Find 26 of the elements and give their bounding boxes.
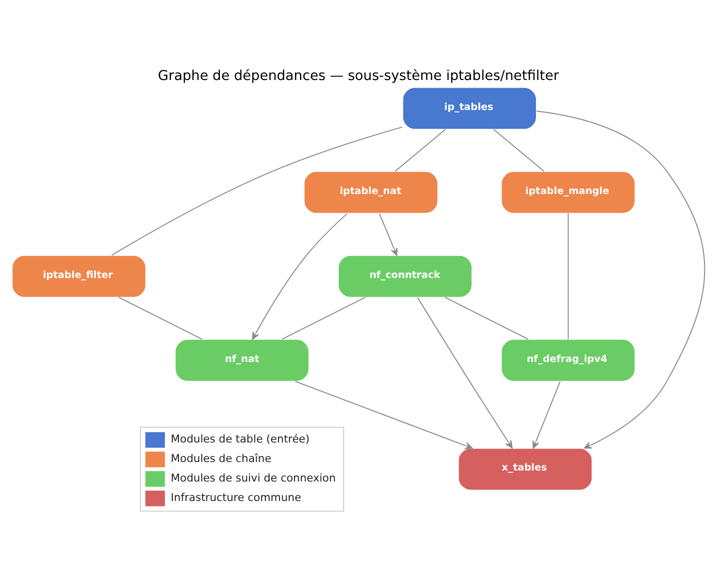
connector <box>118 296 202 340</box>
arrow <box>532 380 561 449</box>
node-box: iptable_nat <box>304 170 438 214</box>
connector <box>444 296 529 340</box>
legend-label: Modules de chaîne <box>170 452 272 466</box>
legend-label: Modules de suivi de connexion <box>170 472 336 485</box>
arrow <box>536 110 706 449</box>
connector <box>493 128 544 172</box>
arrow <box>252 213 348 340</box>
arrow <box>417 297 513 448</box>
node-box: nf_nat <box>174 338 310 382</box>
arrow <box>378 213 398 256</box>
legend-label: Infrastructure commune <box>170 491 302 504</box>
node-box: nf_conntrack <box>338 254 472 298</box>
arrow <box>294 380 473 450</box>
connector <box>394 128 446 172</box>
node-box: iptable_mangle <box>500 170 636 214</box>
legend-label: Modules de table (entrée) <box>170 432 310 446</box>
diagram-title: Graphe de dépendances — sous-système iptables/netfilter <box>158 68 560 84</box>
node-box: nf_defrag_ipv4 <box>500 338 636 382</box>
node-box: iptable_filter <box>12 254 146 298</box>
node-box: x_tables <box>458 448 593 491</box>
node-box: ip_tables <box>402 86 537 130</box>
connector <box>111 126 403 256</box>
connector <box>568 212 569 340</box>
connector <box>282 296 366 340</box>
